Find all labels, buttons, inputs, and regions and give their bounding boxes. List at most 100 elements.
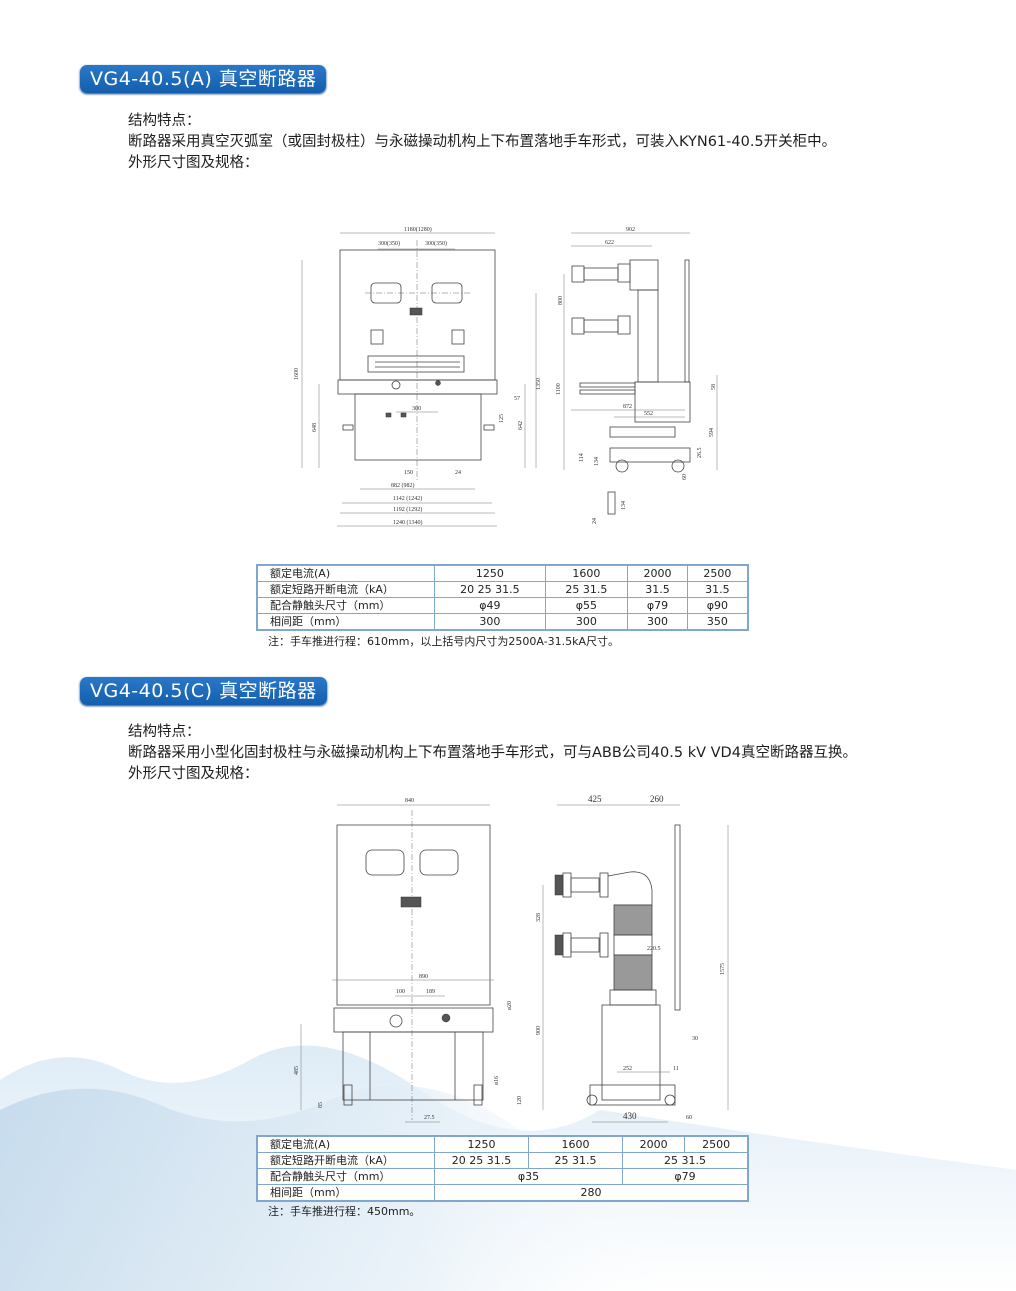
dimension-label: 57	[514, 396, 520, 402]
row-label: 配合静触头尺寸（mm）	[256, 597, 435, 614]
cell: 31.5	[627, 581, 688, 598]
dimension-label: 1600	[294, 368, 300, 380]
cell: φ55	[544, 597, 629, 614]
cell: 2000	[621, 1135, 686, 1153]
dimension-label: 85	[318, 1102, 324, 1108]
cell: φ90	[686, 597, 749, 614]
features-text: 断路器采用小型化固封极柱与永磁操动机构上下布置落地手车形式，可与ABB公司40.…	[128, 745, 857, 761]
dimension-label: 1100	[556, 383, 562, 395]
dimension-label: 300(350)	[425, 240, 447, 247]
section-a-note: 注：手车推进行程：610mm，以上括号内尺寸为2500A-31.5kA尺寸。	[268, 635, 620, 648]
dimension-label: 900	[536, 1026, 542, 1035]
cell: 20 25 31.5	[434, 1152, 529, 1169]
features-text: 断路器采用真空灭弧室（或固封极柱）与永磁操动机构上下布置落地手车形式，可装入KY…	[128, 134, 837, 150]
dimension-label: 882 (982)	[391, 482, 415, 489]
cell: 1600	[544, 564, 629, 582]
dimension-label: 642	[518, 421, 524, 430]
cell: 300	[627, 613, 688, 631]
dimension-label: 24	[455, 470, 461, 476]
cell: 2500	[686, 564, 749, 582]
cell: 2500	[684, 1135, 749, 1153]
dimension-label: 27.5	[424, 1115, 435, 1121]
table-row: 相间距（mm）280	[256, 1184, 749, 1202]
dimension-label: 622	[605, 240, 614, 246]
dimension-label: 260	[650, 794, 664, 804]
row-label: 额定短路开断电流（kA）	[256, 581, 435, 598]
dimension-label: 1350	[536, 378, 542, 390]
dimension-label: 300(350)	[378, 240, 400, 247]
section-c-description: 结构特点： 断路器采用小型化固封极柱与永磁操动机构上下布置落地手车形式，可与AB…	[128, 722, 857, 785]
cell: φ79	[627, 597, 688, 614]
dimension-label: 24	[592, 518, 598, 524]
cell: φ49	[434, 597, 546, 614]
dimension-label: 114	[579, 453, 585, 462]
dimension-label: 800	[558, 296, 564, 305]
dimension-label: 150	[404, 470, 413, 476]
dimension-label: 1192 (1292)	[393, 506, 422, 513]
section-a-title: VG4-40.5(A) 真空断路器	[90, 68, 317, 90]
cell: 20 25 31.5	[434, 581, 546, 598]
cell: 300	[544, 613, 629, 631]
cell: 25 31.5	[544, 581, 629, 598]
row-label: 相间距（mm）	[256, 613, 435, 631]
row-label: 配合静触头尺寸（mm）	[256, 1168, 435, 1185]
dimension-label: 1180(1280)	[404, 226, 432, 233]
dimension-label: 26.5	[697, 448, 703, 459]
cell: 300	[434, 613, 546, 631]
dimension-label: 648	[312, 423, 318, 432]
dimension-label: 552	[644, 411, 653, 417]
dimension-label: 125	[499, 414, 505, 423]
features-label: 结构特点：	[128, 113, 201, 129]
dimension-label: 100	[396, 989, 405, 995]
drawing-label: 外形尺寸图及规格：	[128, 155, 259, 171]
dimension-label: 60	[682, 474, 688, 480]
dimension-label: 252	[623, 1066, 632, 1072]
section-a-front-view-drawing: 1180(1280) 300(350) 300(350) 1600 1350 6…	[294, 226, 542, 527]
section-a-description: 结构特点： 断路器采用真空灭弧室（或固封极柱）与永磁操动机构上下布置落地手车形式…	[128, 111, 836, 174]
row-label: 相间距（mm）	[256, 1184, 435, 1202]
dimension-label: 11	[673, 1066, 679, 1072]
drawing-label: 外形尺寸图及规格：	[128, 766, 259, 782]
row-label: 额定短路开断电流（kA）	[256, 1152, 435, 1169]
dimension-label: 58	[711, 384, 717, 390]
row-label: 额定电流(A)	[256, 1135, 435, 1153]
cell: 25 31.5	[622, 1152, 749, 1169]
cell: 1250	[434, 1135, 529, 1153]
row-label: 额定电流(A)	[256, 564, 435, 582]
dimension-label: 328	[536, 913, 542, 922]
cell: 2000	[627, 564, 688, 582]
dimension-label: 189	[426, 989, 435, 995]
dimension-label: 1240 (1340)	[393, 519, 423, 526]
dimension-label: ø16	[494, 1076, 500, 1085]
dimension-label: 425	[588, 794, 602, 804]
dimension-label: 902	[626, 227, 635, 233]
dimension-label: 30	[692, 1036, 698, 1042]
dimension-label: 134	[621, 501, 627, 510]
dimension-label: 485	[294, 1066, 300, 1075]
cell: 280	[434, 1184, 749, 1202]
cell: 1250	[434, 564, 546, 582]
section-c-title-badge: VG4-40.5(C) 真空断路器	[80, 677, 327, 705]
cell: φ79	[622, 1168, 749, 1185]
dimension-label: 60	[686, 1115, 692, 1121]
dimension-label: 872	[623, 404, 632, 410]
dimension-label: 840	[405, 798, 414, 804]
dimension-label: ø20	[507, 1001, 513, 1010]
section-c-title: VG4-40.5(C) 真空断路器	[90, 680, 317, 702]
dimension-label: 134	[594, 457, 600, 466]
dimension-label: 1142 (1242)	[393, 495, 422, 502]
dimension-label: 594	[709, 428, 715, 437]
cell: 31.5	[686, 581, 749, 598]
dimension-label: 300	[412, 406, 421, 412]
section-c-front-view-drawing: 840 890 100 189 ø20 485 85 ø16 120 27.5	[294, 798, 523, 1123]
dimension-label: 430	[623, 1111, 637, 1121]
features-label: 结构特点：	[128, 724, 201, 740]
section-c-side-view-drawing: 425 260 328 220.5 1575 900 30 252 11 430…	[536, 794, 729, 1123]
